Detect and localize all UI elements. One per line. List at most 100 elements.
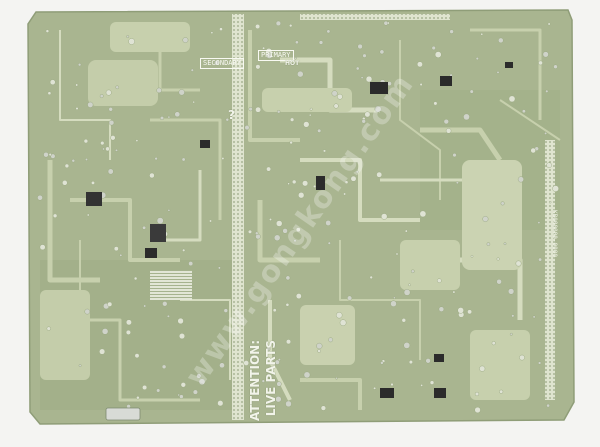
trace	[180, 299, 231, 380]
solder-pad	[115, 85, 119, 90]
solder-pad	[289, 140, 293, 145]
solder-pad	[452, 153, 457, 158]
solder-pad	[467, 309, 472, 315]
solder-pad	[99, 348, 106, 355]
solder-pad	[496, 279, 502, 285]
solder-pad	[496, 257, 500, 261]
solder-pad	[78, 364, 82, 367]
solder-pad	[553, 64, 558, 69]
solder-pad	[128, 38, 135, 45]
solder-pad	[381, 213, 388, 220]
solder-pad	[209, 219, 212, 223]
solder-pad	[217, 266, 221, 270]
solder-pad	[309, 107, 313, 111]
solder-pad	[297, 70, 304, 78]
solder-pad	[37, 194, 43, 201]
solder-pad	[433, 101, 438, 106]
solder-pad	[323, 149, 327, 153]
solder-pad	[192, 100, 195, 104]
solder-pad	[244, 125, 250, 131]
solder-pad	[469, 89, 474, 94]
solder-pad	[537, 221, 541, 224]
solder-pad	[431, 45, 436, 51]
isolation-rail	[232, 14, 244, 420]
solder-pad	[420, 384, 423, 387]
solder-pad	[369, 275, 373, 279]
solder-pad	[362, 53, 367, 58]
solder-pad	[166, 314, 170, 318]
attention-label: ATTENTION:	[248, 340, 262, 421]
solder-pad	[285, 400, 292, 408]
solder-pad	[515, 260, 522, 267]
solder-pad	[474, 391, 480, 397]
solder-pad	[365, 75, 373, 83]
solder-pad	[474, 406, 481, 414]
solder-pad	[255, 64, 261, 70]
solder-pad	[355, 66, 360, 71]
solder-pad	[303, 371, 311, 379]
live-parts-label: LIVE PARTS	[264, 340, 278, 416]
solder-pad	[491, 341, 496, 346]
copper-pour	[462, 160, 522, 270]
solder-pad	[221, 157, 225, 160]
solder-pad	[182, 37, 189, 43]
solder-pad	[91, 180, 95, 185]
solder-pad	[159, 116, 164, 121]
solder-pad	[390, 382, 394, 387]
solder-pad	[43, 151, 49, 158]
solder-pad	[333, 103, 339, 109]
solder-pad	[538, 257, 542, 262]
solder-pad	[277, 358, 281, 361]
solder-pad	[455, 181, 459, 185]
solder-pad	[247, 229, 252, 234]
solder-pad	[317, 128, 322, 133]
solder-pad	[178, 89, 185, 96]
solder-pad	[313, 184, 317, 188]
solder-pad	[276, 381, 282, 387]
trace	[47, 160, 100, 283]
solder-pad	[275, 396, 282, 403]
solder-pad	[107, 301, 113, 307]
solder-pad	[107, 168, 114, 175]
solder-pad	[162, 301, 168, 307]
solder-pad	[317, 349, 321, 353]
solder-pad	[379, 49, 385, 55]
trace	[300, 378, 362, 410]
attention-line-1: ATTENTION:	[248, 340, 262, 421]
solder-pad	[443, 118, 449, 125]
solder-pad	[108, 119, 115, 126]
solder-pad	[289, 24, 293, 28]
solder-pad	[401, 318, 406, 323]
solder-pad	[156, 388, 161, 393]
solder-pad	[344, 180, 349, 184]
solder-pad	[48, 153, 52, 157]
solder-pad	[262, 46, 265, 50]
solder-pad	[438, 306, 445, 312]
solder-pad	[457, 307, 464, 314]
solder-pad	[190, 68, 194, 72]
solder-pad	[274, 234, 281, 242]
solder-pad	[361, 119, 366, 124]
solder-pad	[436, 278, 442, 284]
trace	[300, 158, 420, 222]
solder-pad	[295, 227, 301, 233]
solder-pad	[295, 40, 299, 45]
solder-pad	[52, 213, 58, 219]
solder-pad	[295, 293, 302, 299]
solder-pad	[449, 29, 454, 34]
board-outline	[27, 9, 575, 425]
solder-pad	[105, 89, 112, 96]
solder-pad	[50, 153, 56, 159]
solder-pad	[511, 314, 515, 318]
solder-pad	[408, 360, 413, 365]
solder-pad	[380, 361, 384, 365]
trace	[499, 99, 561, 141]
solder-pad	[318, 40, 324, 45]
solder-pad	[500, 201, 505, 206]
solder-pad	[84, 308, 91, 315]
solder-pad	[547, 22, 551, 26]
trace	[150, 118, 222, 220]
solder-pad	[285, 302, 290, 307]
solder-pad	[108, 107, 113, 112]
trace	[339, 240, 421, 360]
